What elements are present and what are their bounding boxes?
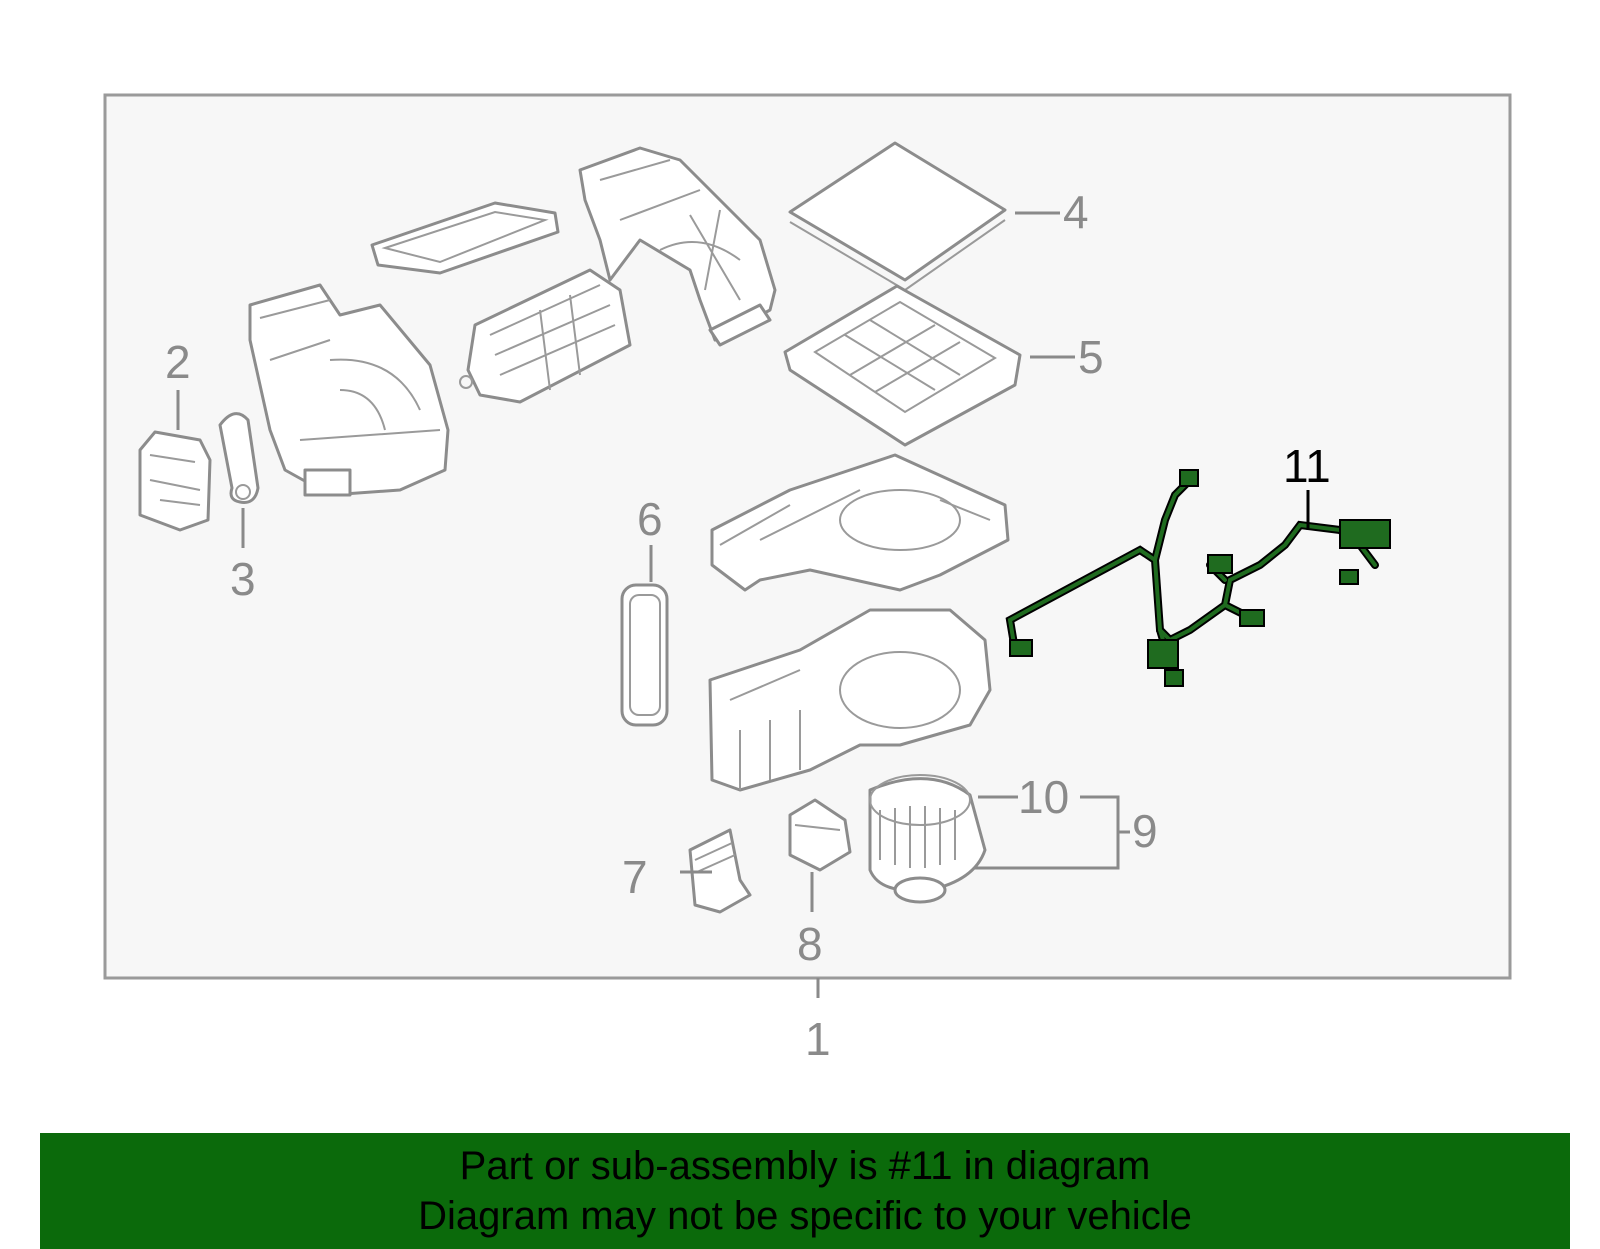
part-blower-resistor[interactable] bbox=[788, 798, 852, 872]
part-case-housing-left[interactable] bbox=[248, 283, 450, 497]
part-gasket[interactable] bbox=[620, 583, 669, 727]
callout-3: 3 bbox=[230, 553, 256, 605]
part-filter-frame[interactable] bbox=[783, 284, 1022, 447]
part-evaporator[interactable] bbox=[459, 268, 632, 404]
callout-8: 8 bbox=[797, 918, 823, 970]
part-resistor-bracket[interactable] bbox=[688, 828, 752, 914]
info-banner: Part or sub-assembly is #11 in diagram D… bbox=[40, 1133, 1570, 1249]
callout-10: 10 bbox=[1018, 771, 1069, 823]
callout-6: 6 bbox=[637, 493, 663, 545]
banner-line-1: Part or sub-assembly is #11 in diagram bbox=[459, 1144, 1151, 1188]
callout-7: 7 bbox=[622, 851, 648, 903]
part-blower-case-lower[interactable] bbox=[708, 608, 992, 792]
callout-2: 2 bbox=[165, 336, 191, 388]
callout-11: 11 bbox=[1283, 440, 1331, 492]
part-heater-case[interactable] bbox=[578, 146, 777, 347]
banner-line-2: Diagram may not be specific to your vehi… bbox=[418, 1194, 1192, 1238]
part-seal-top[interactable] bbox=[370, 201, 560, 275]
callout-4: 4 bbox=[1063, 186, 1089, 238]
leader-9 bbox=[975, 795, 1130, 870]
part-lever[interactable] bbox=[218, 412, 260, 504]
callout-1: 1 bbox=[805, 1013, 831, 1065]
part-blower-motor[interactable] bbox=[868, 774, 987, 904]
callout-5: 5 bbox=[1078, 331, 1104, 383]
part-blower-case-upper[interactable] bbox=[710, 453, 1010, 592]
part-wiring-harness[interactable] bbox=[1005, 469, 1391, 687]
part-actuator[interactable] bbox=[138, 430, 212, 532]
callout-9: 9 bbox=[1132, 805, 1158, 857]
